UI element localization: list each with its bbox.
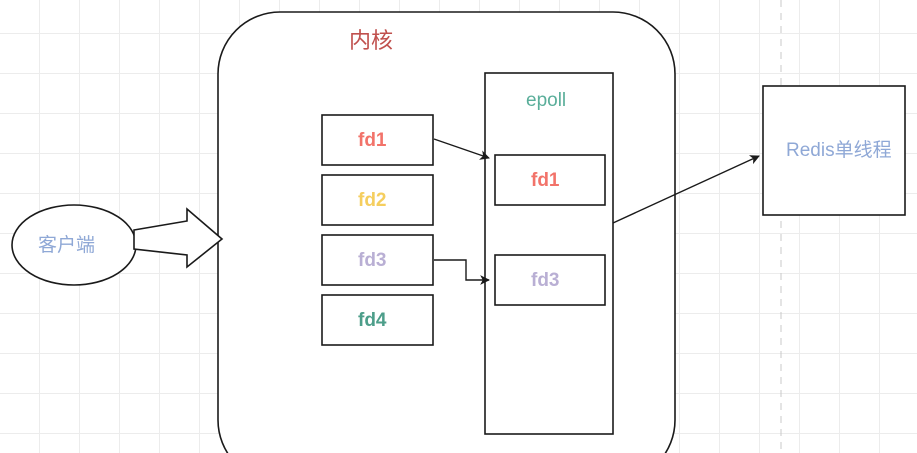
epoll-fd-box-2[interactable] — [494, 254, 606, 306]
epoll-fd-box-1[interactable] — [494, 154, 606, 206]
connector-fd3-to-epoll — [434, 259, 490, 285]
fd-box-2[interactable] — [321, 174, 434, 226]
epoll-container — [484, 72, 614, 435]
connector-epoll-to-redis — [612, 155, 760, 224]
fd-box-1[interactable] — [321, 114, 434, 166]
redis-box[interactable] — [762, 85, 906, 216]
fd-box-4[interactable] — [321, 294, 434, 346]
client-ellipse[interactable] — [11, 204, 137, 286]
connector-fd1-to-epoll — [433, 138, 490, 160]
client-to-kernel-block-arrow — [133, 207, 224, 269]
fd-box-3[interactable] — [321, 234, 434, 286]
